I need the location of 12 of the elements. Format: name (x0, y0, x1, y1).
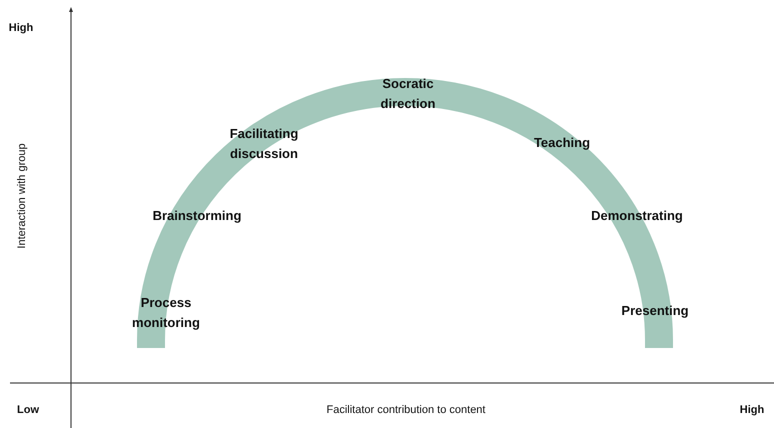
activity-label: Brainstorming (152, 207, 242, 225)
activity-label: Socratic direction (380, 75, 436, 113)
activity-label: Facilitating discussion (228, 125, 300, 163)
activity-label: Demonstrating (591, 207, 683, 225)
axis-end-label: High (740, 404, 764, 416)
axis-title: Interaction with group (16, 143, 28, 249)
axis-title: Facilitator contribution to content (326, 404, 486, 416)
activity-label: Teaching (534, 134, 590, 152)
activity-label: Presenting (621, 302, 689, 320)
axis-end-label: High (8, 22, 34, 34)
activity-label: Process monitoring (131, 294, 201, 332)
axis-end-label: Low (17, 404, 39, 416)
